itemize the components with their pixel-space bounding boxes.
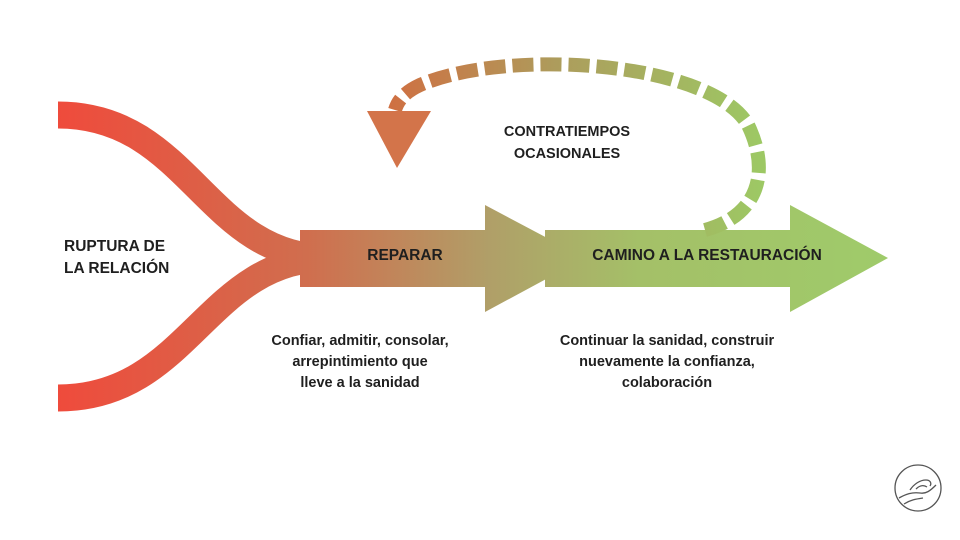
setbacks-label: CONTRATIEMPOS OCASIONALES xyxy=(503,124,631,162)
restoration-arrow xyxy=(545,205,888,312)
rupture-label: RUPTURA DE LA RELACIÓN xyxy=(64,238,170,277)
hands-circle-logo-icon xyxy=(894,464,942,512)
repair-description: Confiar, admitir, consolar, arrepintimie… xyxy=(271,333,449,391)
restoration-path-label: CAMINO A LA RESTAURACIÓN xyxy=(592,247,822,264)
repair-label: REPARAR xyxy=(367,247,443,264)
setbacks-loop xyxy=(388,57,766,237)
setbacks-arrowhead xyxy=(367,111,431,168)
upper-branch xyxy=(57,101,331,272)
restoration-description: Continuar la sanidad, construir nuevamen… xyxy=(559,333,775,391)
lower-branch xyxy=(57,244,331,412)
repair-arrow xyxy=(300,205,585,312)
